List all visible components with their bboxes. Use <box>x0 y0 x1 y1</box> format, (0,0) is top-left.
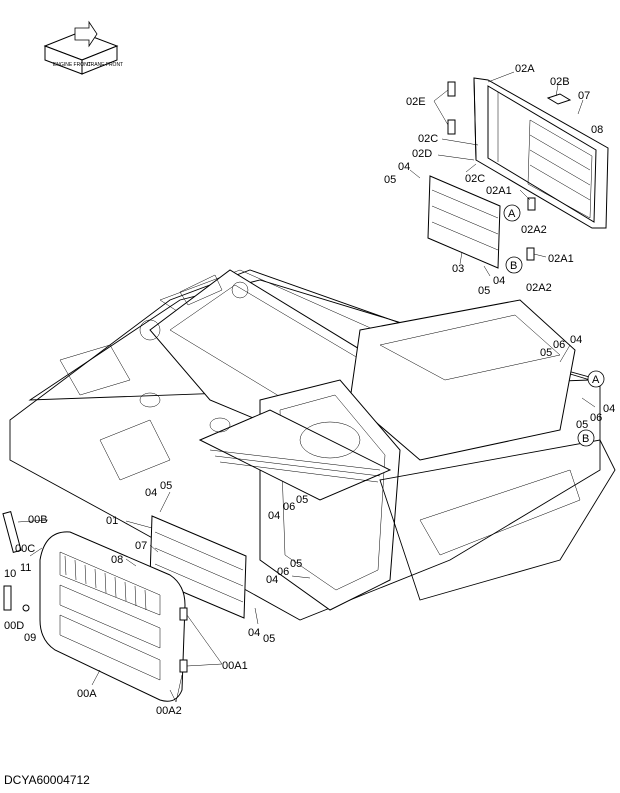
callout-08: 08 <box>591 124 603 136</box>
machine-frame <box>9 269 616 621</box>
callout-02A: 02A <box>515 63 535 75</box>
callout-06: 06 <box>553 339 565 351</box>
callout-05: 05 <box>290 558 302 570</box>
drawing-code: DCYA60004712 <box>4 773 90 787</box>
callout-00C: 00C <box>15 543 35 555</box>
callout-00A: 00A <box>77 688 97 700</box>
callout-04: 04 <box>603 403 615 415</box>
orientation-label-crane: CRANE FRONT <box>87 62 123 68</box>
callout-06: 06 <box>590 412 602 424</box>
callout-04: 04 <box>248 627 260 639</box>
callout-02E: 02E <box>406 96 426 108</box>
marker-A-lower: A <box>587 370 605 388</box>
svg-text:B: B <box>510 260 517 272</box>
svg-text:B: B <box>582 433 589 445</box>
hood-frame-02A <box>473 77 609 229</box>
callout-11: 11 <box>20 562 31 574</box>
panel-03 <box>427 175 501 269</box>
callout-02A1: 02A1 <box>486 185 512 197</box>
marker-A-upper: A <box>503 204 521 222</box>
callout-08: 08 <box>111 554 123 566</box>
callout-07: 07 <box>578 90 590 102</box>
callout-02D: 02D <box>412 148 432 160</box>
part-00D <box>3 585 12 611</box>
callout-04: 04 <box>570 334 582 346</box>
callout-05: 05 <box>296 494 308 506</box>
panel-01 <box>149 515 247 619</box>
orientation-label-engine: ENGINE FRONT <box>53 62 91 68</box>
hinge-00A1-lower <box>179 659 188 673</box>
callout-04: 04 <box>266 574 278 586</box>
callout-01: 01 <box>106 515 118 527</box>
callout-06: 06 <box>277 566 289 578</box>
callout-02A2: 02A2 <box>521 224 547 236</box>
callout-02B: 02B <box>550 76 570 88</box>
callout-00D: 00D <box>4 620 24 632</box>
callout-06: 06 <box>283 501 295 513</box>
cover-00A <box>39 531 186 702</box>
callout-10: 10 <box>4 568 16 580</box>
callout-02A2: 02A2 <box>526 282 552 294</box>
callout-02A1: 02A1 <box>548 253 574 265</box>
callout-02C: 02C <box>465 173 485 185</box>
callout-05: 05 <box>160 480 172 492</box>
callout-05: 05 <box>478 285 490 297</box>
callout-00A2: 00A2 <box>156 705 182 717</box>
callout-00A1: 00A1 <box>222 660 248 672</box>
callout-04: 04 <box>493 275 505 287</box>
callout-05: 05 <box>263 633 275 645</box>
bracket-00B <box>2 511 22 553</box>
orientation-cube-icon: ENGINE FRONT CRANE FRONT <box>43 20 123 75</box>
callout-07: 07 <box>135 540 147 552</box>
part-09 <box>22 604 30 612</box>
hinge-00A1-upper <box>179 607 188 621</box>
callout-04: 04 <box>268 510 280 522</box>
callout-02C: 02C <box>418 133 438 145</box>
hinge-02A1-upper <box>527 197 536 211</box>
marker-B-upper: B <box>505 256 523 274</box>
callout-04: 04 <box>398 161 410 173</box>
callout-05: 05 <box>384 174 396 186</box>
plate-02B <box>546 93 572 105</box>
svg-text:A: A <box>592 374 600 386</box>
callout-09: 09 <box>24 632 36 644</box>
callout-03: 03 <box>452 263 464 275</box>
strip-02E-top <box>447 81 456 97</box>
hinge-02A1-lower <box>526 247 535 261</box>
callout-04: 04 <box>145 487 157 499</box>
marker-B-lower: B <box>577 429 595 447</box>
svg-text:A: A <box>508 208 516 220</box>
leader-lines <box>17 71 596 703</box>
callout-05: 05 <box>540 347 552 359</box>
callout-00B: 00B <box>28 514 48 526</box>
strip-02E-bottom <box>447 119 456 135</box>
callout-05: 05 <box>576 419 588 431</box>
